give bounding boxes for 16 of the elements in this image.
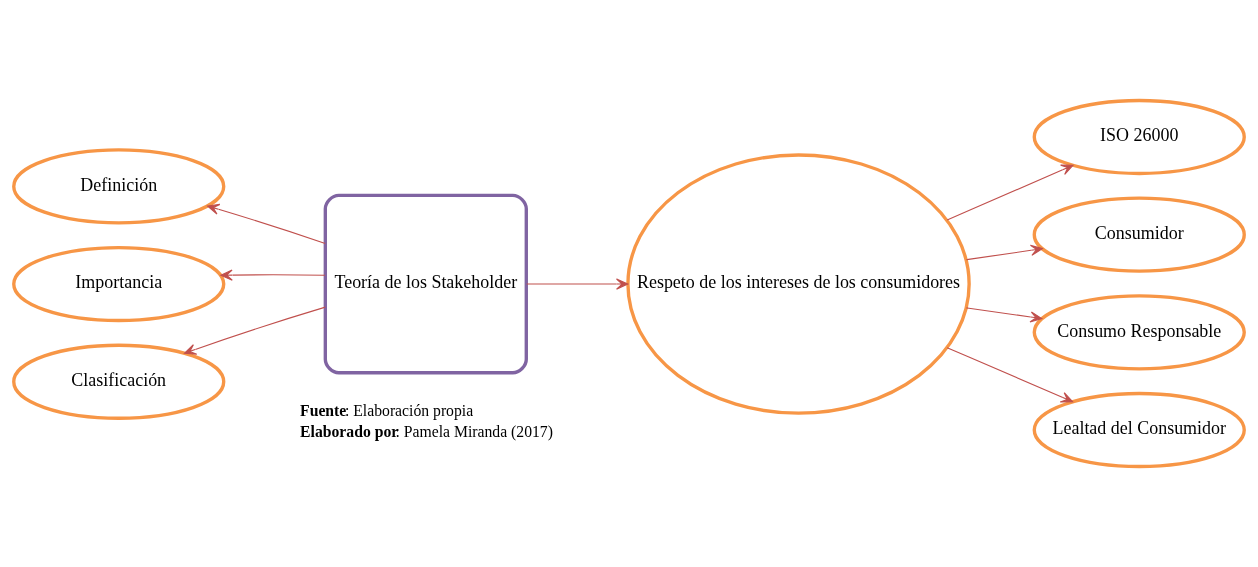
arrow [526, 278, 629, 290]
arrow [946, 164, 1074, 221]
node-ellipse: Importancia [12, 245, 226, 323]
arrow [965, 307, 1043, 323]
node-ellipse: Definición [12, 148, 226, 225]
arrow [220, 269, 326, 281]
node-ellipse: Respeto de los intereses de los consumidores [626, 153, 971, 415]
label: Fuente: Elaboración propia [300, 401, 474, 419]
node-ellipse: Consumidor [1032, 196, 1246, 273]
arrow [183, 306, 326, 355]
node-ellipse: Consumo Responsable [1032, 294, 1246, 371]
arrow [946, 347, 1074, 403]
arrow [207, 203, 326, 244]
label: Elaborado por: Pamela Miranda (2017) [300, 422, 553, 440]
node-box: Teoría de los Stakeholder [323, 193, 528, 375]
arrow [965, 244, 1043, 261]
